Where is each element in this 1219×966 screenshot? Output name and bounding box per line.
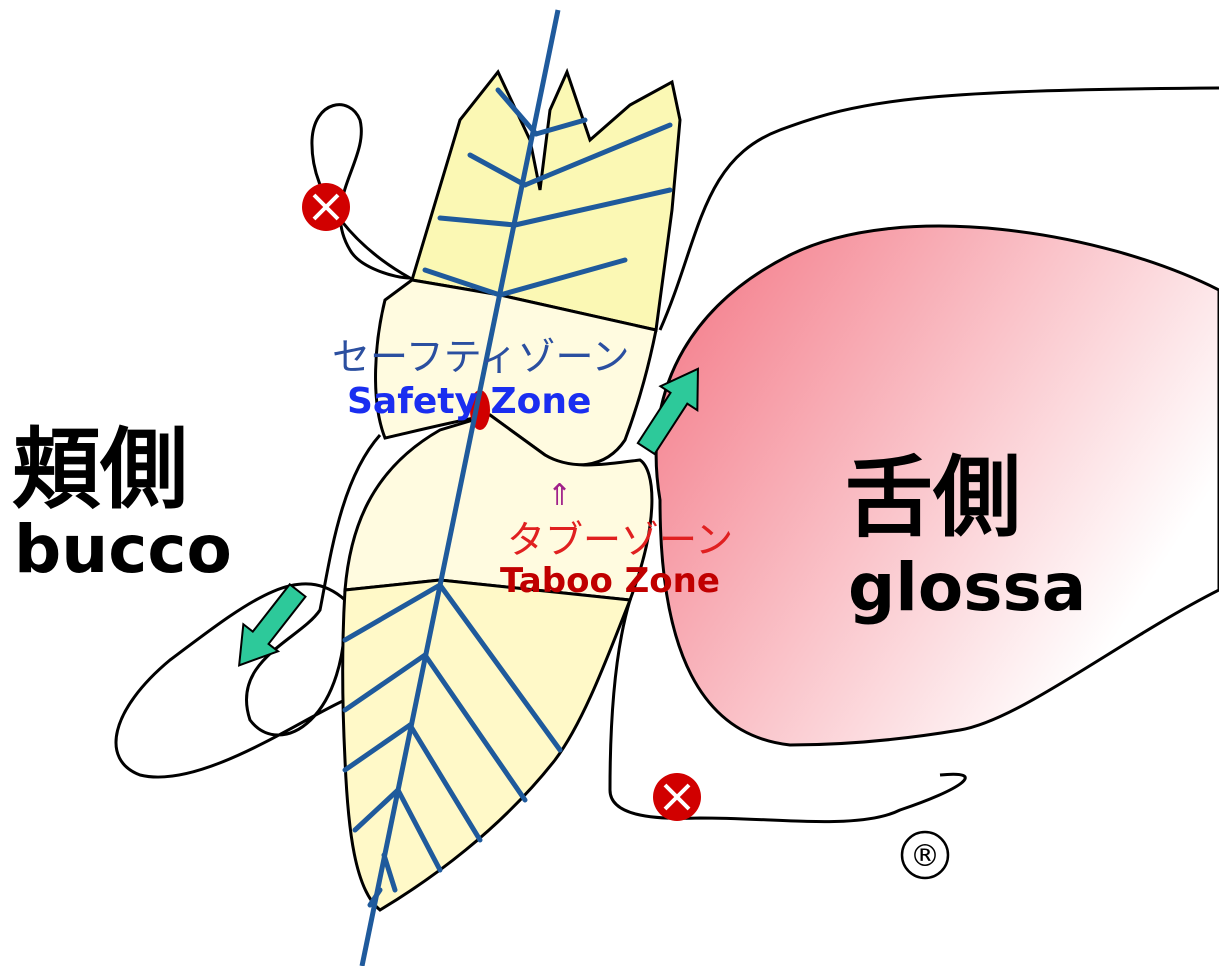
taboo-zone-label-jp: タブーゾーン: [507, 518, 733, 562]
taboo-zone-label-en: Taboo Zone: [500, 561, 720, 601]
taboo-zone-arrow: ⇑: [547, 478, 572, 513]
x-circle-icon: [302, 183, 350, 231]
buccal-label-jp: 頬側: [12, 418, 188, 521]
lingual-label-jp: 舌側: [845, 446, 1021, 549]
safety-zone-label-en: Safety Zone: [347, 381, 591, 422]
x-circle-icon: [653, 773, 701, 821]
registered-mark-text: ®: [910, 839, 940, 874]
safety-zone-label-jp: セーフティゾーン: [332, 335, 630, 379]
lingual-label-en: glossa: [848, 549, 1086, 626]
buccal-label-en: bucco: [14, 511, 232, 588]
